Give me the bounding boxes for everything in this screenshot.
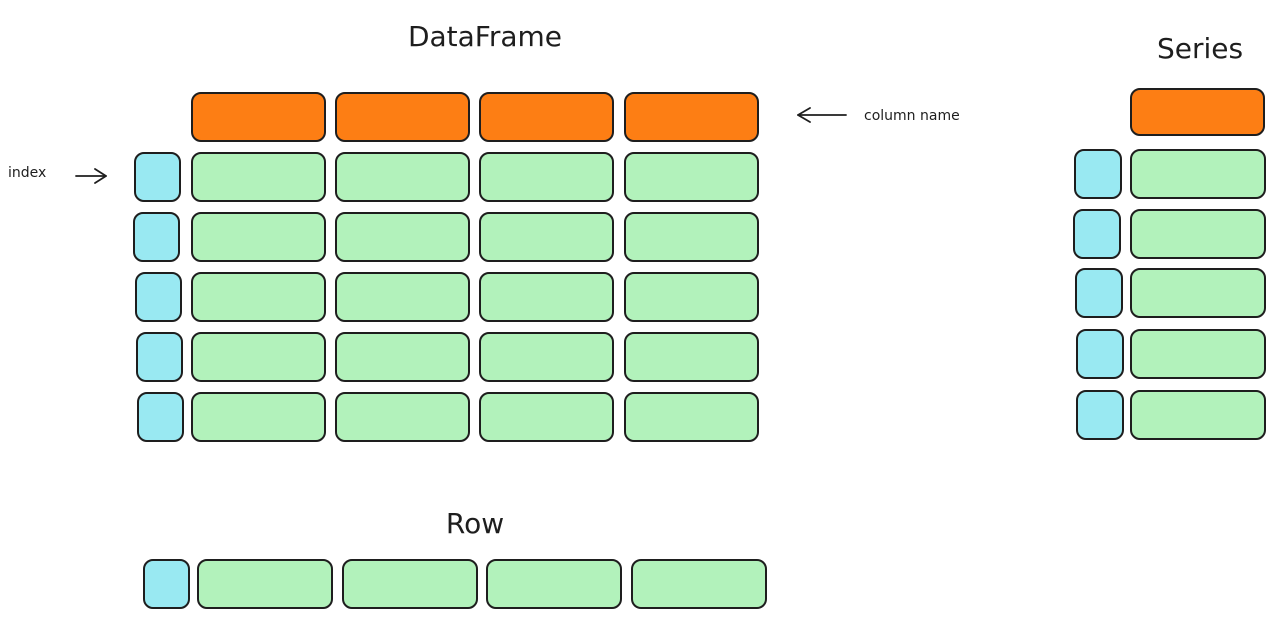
dataframe-value-cell xyxy=(335,152,470,202)
dataframe-index-cell xyxy=(135,272,182,322)
series-value-cell xyxy=(1130,390,1266,440)
dataframe-index-cell xyxy=(136,332,183,382)
dataframe-value-cell xyxy=(191,152,326,202)
dataframe-value-cell xyxy=(624,212,759,262)
series-index-cell xyxy=(1076,390,1124,440)
dataframe-index-cell xyxy=(133,212,180,262)
dataframe-value-cell xyxy=(191,332,326,382)
row-index-cell xyxy=(143,559,190,609)
dataframe-value-cell xyxy=(479,152,614,202)
index-arrow xyxy=(75,168,107,184)
dataframe-value-cell xyxy=(191,392,326,442)
column-name-annotation: column name xyxy=(864,108,960,124)
column-name-arrow xyxy=(797,107,847,123)
dataframe-index-cell xyxy=(137,392,184,442)
dataframe-column-header xyxy=(624,92,759,142)
dataframe-value-cell xyxy=(624,272,759,322)
series-column-header xyxy=(1130,88,1265,136)
series-title: Series xyxy=(1157,32,1243,65)
dataframe-value-cell xyxy=(479,392,614,442)
dataframe-column-header xyxy=(335,92,470,142)
series-index-cell xyxy=(1074,149,1122,199)
dataframe-value-cell xyxy=(479,212,614,262)
series-value-cell xyxy=(1130,149,1266,199)
dataframe-value-cell xyxy=(335,332,470,382)
row-value-cell xyxy=(486,559,622,609)
series-value-cell xyxy=(1130,329,1266,379)
dataframe-index-cell xyxy=(134,152,181,202)
row-value-cell xyxy=(631,559,767,609)
dataframe-value-cell xyxy=(624,392,759,442)
dataframe-value-cell xyxy=(624,152,759,202)
dataframe-value-cell xyxy=(624,332,759,382)
series-index-cell xyxy=(1075,268,1123,318)
series-value-cell xyxy=(1130,268,1266,318)
dataframe-value-cell xyxy=(191,272,326,322)
dataframe-value-cell xyxy=(479,332,614,382)
series-index-cell xyxy=(1076,329,1124,379)
row-value-cell xyxy=(197,559,333,609)
dataframe-column-header xyxy=(479,92,614,142)
dataframe-title: DataFrame xyxy=(408,20,562,53)
dataframe-value-cell xyxy=(335,392,470,442)
series-index-cell xyxy=(1073,209,1121,259)
row-value-cell xyxy=(342,559,478,609)
dataframe-column-header xyxy=(191,92,326,142)
dataframe-structure xyxy=(133,92,759,442)
row-structure xyxy=(143,559,767,609)
dataframe-value-cell xyxy=(191,212,326,262)
series-structure xyxy=(1073,88,1266,440)
row-title: Row xyxy=(446,507,504,540)
dataframe-value-cell xyxy=(335,272,470,322)
dataframe-value-cell xyxy=(335,212,470,262)
dataframe-value-cell xyxy=(479,272,614,322)
series-value-cell xyxy=(1130,209,1266,259)
index-annotation: index xyxy=(8,165,46,181)
